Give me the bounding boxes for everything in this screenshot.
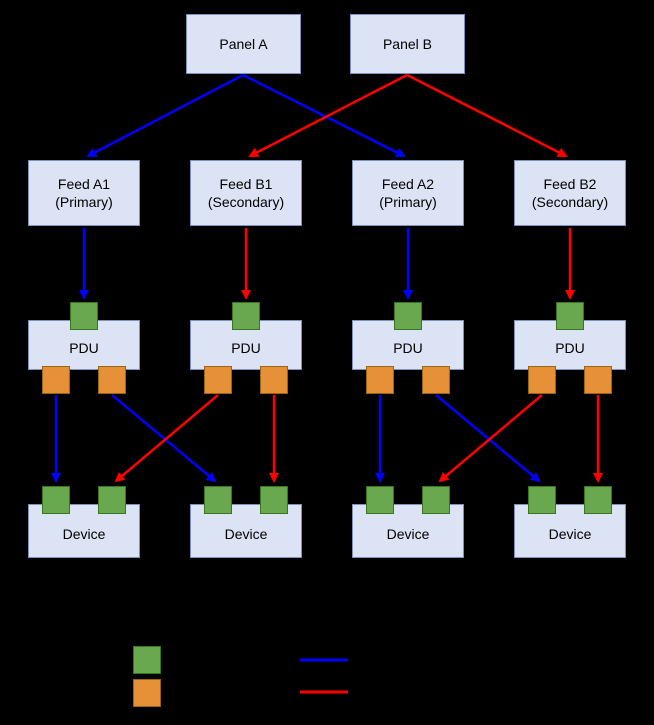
pdu-1-input-port [70,302,98,330]
feed-a1-box: Feed A1 (Primary) [28,160,140,226]
pdu-1-output-port-right [98,366,126,394]
wire-panel-b-to-feed-b2 [406,73,568,158]
device-1-input-port-left [42,486,70,514]
device-3-input-port-right [422,486,450,514]
pdu-4-input-port [556,302,584,330]
pdu-2-output-port-right [260,366,288,394]
device-2-label: Device [224,525,268,542]
pdu-2-input-port [232,302,260,330]
pdu-2-label: PDU [231,339,261,356]
feed-b2-type: (Secondary) [531,194,609,210]
device-2-input-port-right [260,486,288,514]
pdu-4-output-port-right [584,366,612,394]
wire-pdu-1-to-device-2 [111,394,217,483]
legend-input-port-swatch [133,646,161,674]
pdu-4-box: PDU [514,320,626,370]
feed-a2-type: (Primary) [379,194,437,210]
pdu-2-output-port-left [204,366,232,394]
device-2-input-port-left [204,486,232,514]
wire-panel-b-to-feed-b1 [248,73,408,158]
pdu-3-output-port-left [366,366,394,394]
device-4-input-port-left [528,486,556,514]
device-1-label: Device [62,525,106,542]
pdu-3-label: PDU [393,339,423,356]
legend-output-port-swatch [133,679,161,707]
wire-pdu-4-to-device-3 [438,394,543,483]
device-3-input-port-left [366,486,394,514]
feed-b1-type: (Secondary) [207,194,285,210]
wire-panel-a-to-feed-a1 [86,73,244,158]
feed-a2-box: Feed A2 (Primary) [352,160,464,226]
pdu-3-input-port [394,302,422,330]
pdu-2-box: PDU [190,320,302,370]
wire-pdu-3-to-device-4 [435,394,541,483]
panel-b-box: Panel B [350,14,465,74]
feed-a1-name: Feed A1 [57,175,111,192]
feed-a1-type: (Primary) [55,194,113,210]
panel-a-box: Panel A [186,14,301,74]
device-1-input-port-right [98,486,126,514]
feed-b1-name: Feed B1 [219,175,273,192]
panel-b-label: Panel B [382,35,433,52]
device-3-label: Device [386,525,430,542]
feed-b1-box: Feed B1 (Secondary) [190,160,302,226]
feed-b2-name: Feed B2 [543,175,597,192]
pdu-3-output-port-right [422,366,450,394]
panel-a-label: Panel A [219,35,268,52]
wire-panel-a-to-feed-a2 [242,73,406,158]
feed-b2-box: Feed B2 (Secondary) [514,160,626,226]
pdu-1-output-port-left [42,366,70,394]
pdu-1-label: PDU [69,339,99,356]
pdu-4-label: PDU [555,339,585,356]
feed-a2-name: Feed A2 [381,175,435,192]
device-4-input-port-right [584,486,612,514]
pdu-4-output-port-left [528,366,556,394]
device-4-label: Device [548,525,592,542]
wire-pdu-2-to-device-1 [114,394,219,483]
